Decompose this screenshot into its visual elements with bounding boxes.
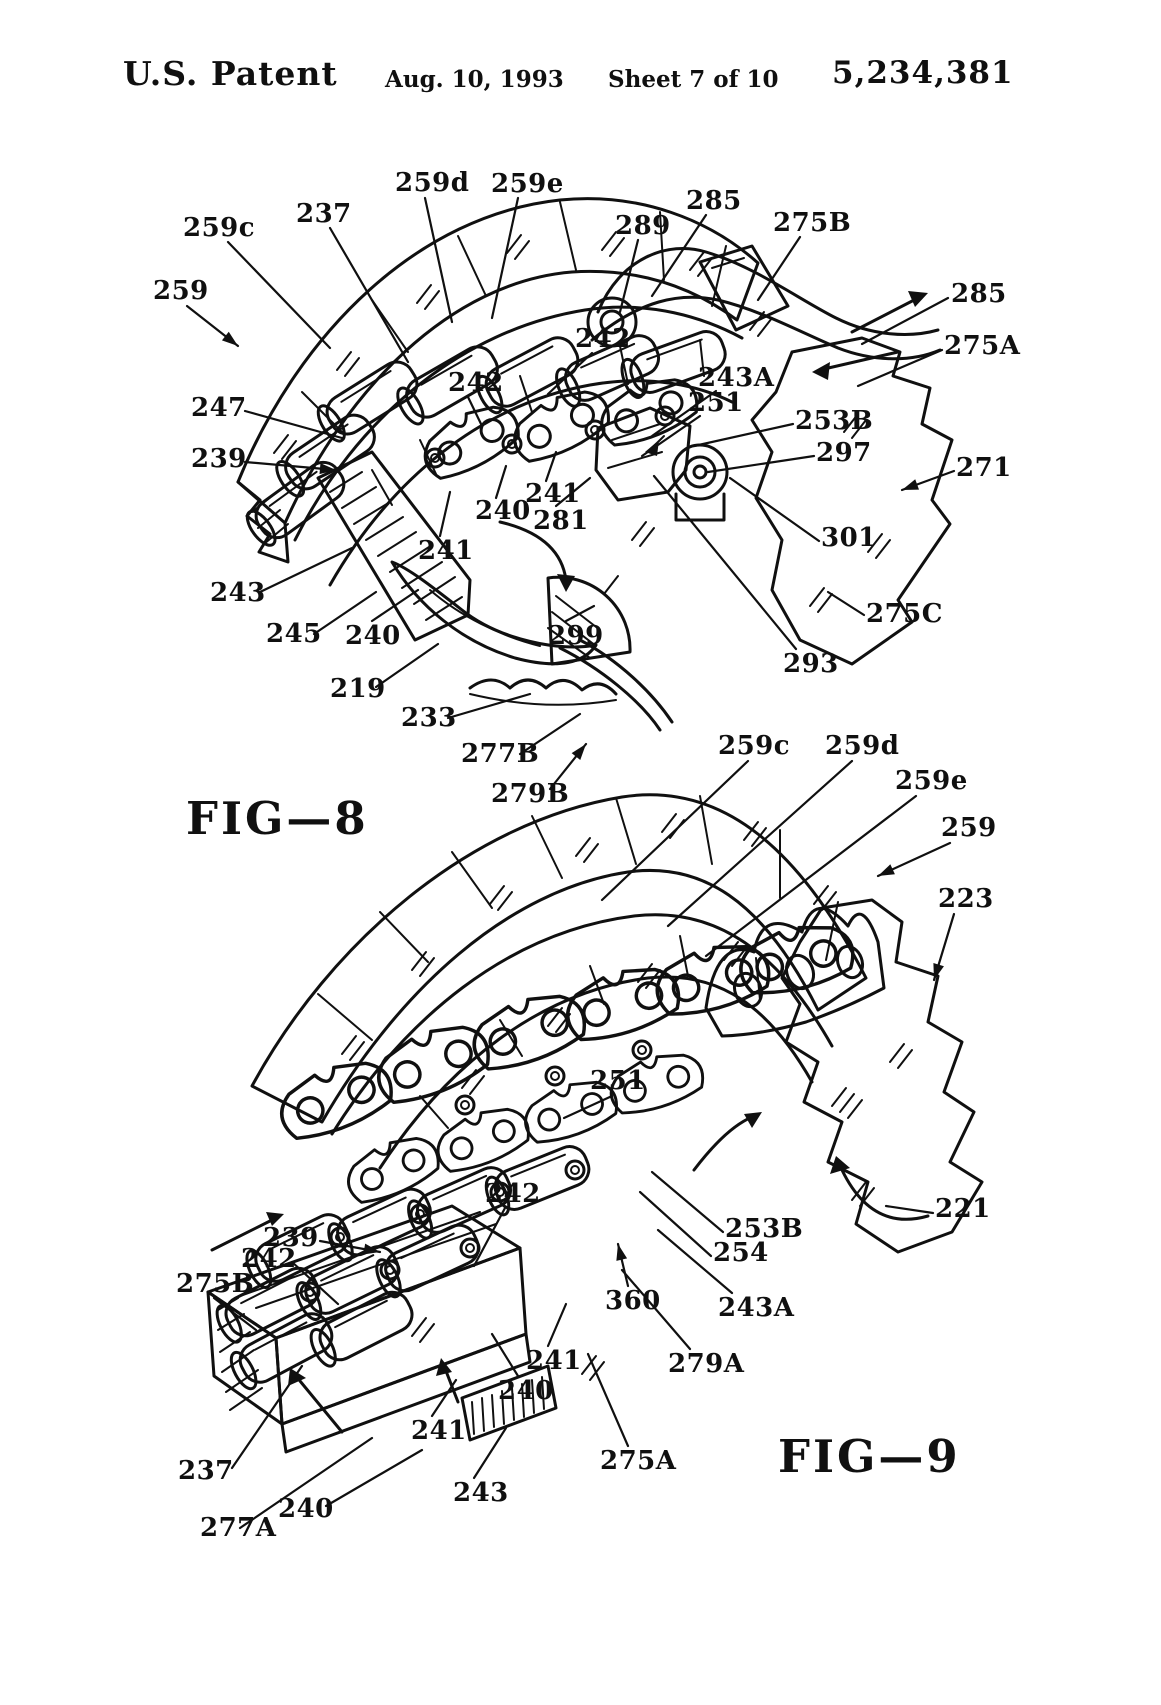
ref-label-242: 242 bbox=[485, 1179, 541, 1209]
ref-label-289: 289 bbox=[615, 211, 671, 241]
ref-label-240: 240 bbox=[345, 621, 401, 651]
ref-label-233: 233 bbox=[401, 703, 457, 733]
fig9-caption: FIG—9 bbox=[778, 1430, 961, 1483]
ref-label-241: 241 bbox=[526, 1346, 582, 1376]
ref-label-243: 243 bbox=[453, 1478, 509, 1508]
ref-label-275A: 275A bbox=[600, 1446, 677, 1476]
ref-label-239: 239 bbox=[191, 444, 247, 474]
ref-label-254: 254 bbox=[713, 1238, 769, 1268]
leader-lines bbox=[185, 196, 956, 1530]
ref-label-275B: 275B bbox=[176, 1269, 255, 1299]
ref-label-275C: 275C bbox=[866, 599, 943, 629]
ref-label-240: 240 bbox=[278, 1494, 334, 1524]
patent-header-title: U.S. Patent bbox=[123, 54, 338, 93]
ref-label-259d: 259d bbox=[395, 168, 470, 198]
ref-label-285: 285 bbox=[951, 279, 1007, 309]
ref-label-275A: 275A bbox=[944, 331, 1021, 361]
fig8-drawing bbox=[236, 197, 954, 732]
ref-label-281: 281 bbox=[533, 506, 589, 536]
ref-label-243: 243 bbox=[210, 578, 266, 608]
ref-label-240: 240 bbox=[498, 1376, 554, 1406]
ref-label-219: 219 bbox=[330, 674, 386, 704]
patent-header-sheet: Sheet 7 of 10 bbox=[608, 66, 779, 93]
ref-label-242: 242 bbox=[575, 324, 631, 354]
fig9-drawing bbox=[206, 793, 984, 1454]
ref-label-259c: 259c bbox=[718, 731, 791, 761]
ref-label-237: 237 bbox=[178, 1456, 234, 1486]
ref-label-247: 247 bbox=[191, 393, 247, 423]
ref-label-259e: 259e bbox=[491, 169, 564, 199]
ref-label-299: 299 bbox=[548, 621, 604, 651]
ref-label-293: 293 bbox=[783, 649, 839, 679]
ref-label-259: 259 bbox=[941, 813, 997, 843]
ref-label-301: 301 bbox=[821, 523, 877, 553]
ref-label-245: 245 bbox=[266, 619, 322, 649]
ref-label-243A: 243A bbox=[718, 1293, 795, 1323]
ref-label-253B: 253B bbox=[795, 406, 874, 436]
ref-label-275B: 275B bbox=[773, 208, 852, 238]
ref-label-360: 360 bbox=[605, 1286, 661, 1316]
ref-label-241: 241 bbox=[525, 479, 581, 509]
ref-label-253B: 253B bbox=[725, 1214, 804, 1244]
ref-label-242: 242 bbox=[241, 1244, 297, 1274]
ref-label-251: 251 bbox=[688, 388, 744, 418]
ref-label-241: 241 bbox=[411, 1416, 467, 1446]
ref-label-251: 251 bbox=[590, 1066, 646, 1096]
ref-label-285: 285 bbox=[686, 186, 742, 216]
ref-label-259c: 259c bbox=[183, 213, 256, 243]
ref-label-297: 297 bbox=[816, 438, 872, 468]
fig8-caption: FIG—8 bbox=[186, 792, 369, 845]
ref-label-241: 241 bbox=[418, 536, 474, 566]
ref-label-237: 237 bbox=[296, 199, 352, 229]
ref-label-277A: 277A bbox=[200, 1513, 277, 1543]
ref-label-243A: 243A bbox=[698, 363, 775, 393]
ref-label-223: 223 bbox=[938, 884, 994, 914]
patent-header-number: 5,234,381 bbox=[832, 55, 1014, 91]
ref-label-259: 259 bbox=[153, 276, 209, 306]
patent-header-date: Aug. 10, 1993 bbox=[385, 66, 564, 93]
ref-label-279B: 279B bbox=[491, 779, 570, 809]
ref-label-240: 240 bbox=[475, 496, 531, 526]
ref-label-277B: 277B bbox=[461, 739, 540, 769]
ref-label-259e: 259e bbox=[895, 766, 968, 796]
ref-label-259d: 259d bbox=[825, 731, 900, 761]
ref-label-271: 271 bbox=[956, 453, 1012, 483]
ref-label-279A: 279A bbox=[668, 1349, 745, 1379]
ref-label-242: 242 bbox=[448, 368, 504, 398]
ref-label-239: 239 bbox=[263, 1223, 319, 1253]
ref-label-221: 221 bbox=[935, 1194, 991, 1224]
